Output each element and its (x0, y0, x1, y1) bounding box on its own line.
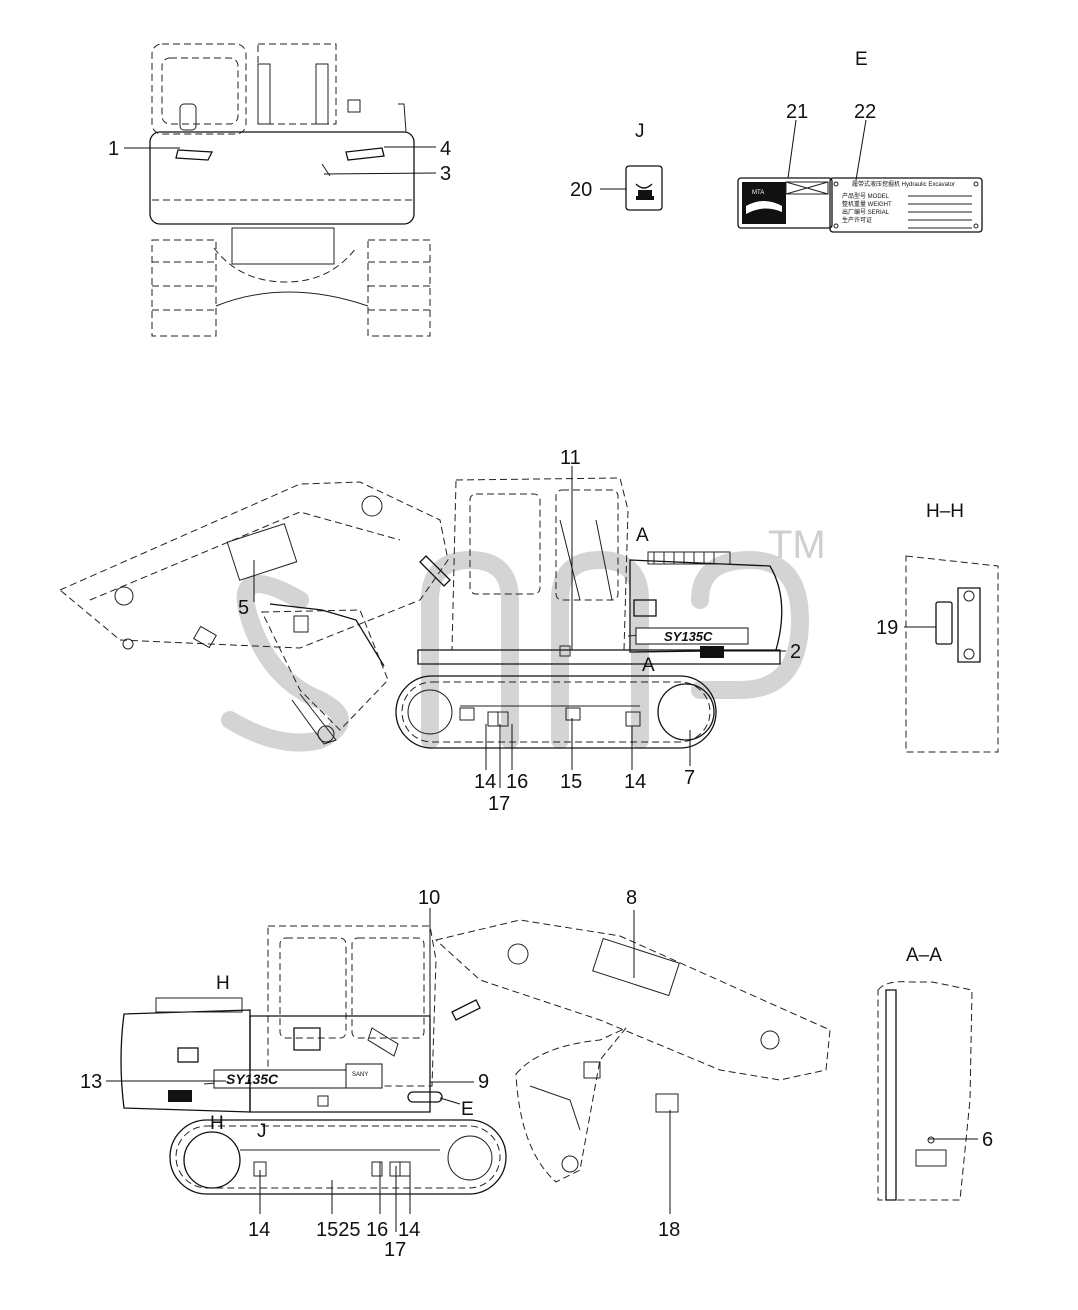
watermark: TM (221, 523, 826, 752)
decal-19-icon (935, 601, 953, 645)
callout-6: 6 (982, 1129, 993, 1151)
callout-15-side: 15 (560, 771, 582, 793)
view-marker-a-bottom: A (642, 655, 655, 676)
nameplate-title: 履带式液压挖掘机 Hydraulic Excavator (852, 180, 955, 188)
callout-14-rear-left: 14 (248, 1219, 270, 1241)
view-marker-a-top: A (636, 525, 649, 546)
decal-2-icon (700, 646, 724, 658)
decal-13-icon (168, 1090, 192, 1102)
decal-6-icon (915, 1149, 947, 1167)
section-hh (905, 555, 999, 753)
decal-j (625, 165, 663, 211)
model-decal-side: SY135C (664, 629, 713, 644)
callout-4: 4 (440, 138, 451, 160)
nameplate-field-1: 产品型号 MODEL (842, 192, 890, 200)
callout-11: 11 (560, 447, 581, 469)
decal-20-icon (625, 165, 663, 211)
callout-5: 5 (238, 597, 249, 619)
sany-decal: SANY (352, 1072, 368, 1078)
callout-14-side-left: 14 (474, 771, 496, 793)
callout-9: 9 (478, 1071, 489, 1093)
nameplate-brand: MTA (752, 190, 764, 196)
trademark-symbol: TM (768, 523, 826, 567)
callout-8: 8 (626, 887, 637, 909)
view-marker-h: H (216, 973, 230, 994)
front-view (149, 43, 431, 337)
callout-22: 22 (854, 101, 876, 123)
callout-19: 19 (876, 617, 898, 639)
rear-view: SY135C SANY (120, 919, 831, 1195)
callout-1: 1 (108, 138, 119, 160)
view-marker-h2: H (210, 1113, 224, 1134)
callout-7: 7 (684, 767, 695, 789)
callout-21: 21 (786, 101, 808, 123)
callout-17-side: 17 (488, 793, 510, 815)
callout-18: 18 (658, 1219, 680, 1241)
nameplate-e: MTA 履带式液压挖掘机 Hydraulic Excavator 产品型号 MO… (737, 177, 983, 233)
view-marker-j: J (257, 1121, 267, 1142)
callout-13: 13 (80, 1071, 102, 1093)
callout-14-rear-right: 14 (398, 1219, 420, 1241)
side-view: SY135C (59, 477, 783, 749)
nameplate-field-3: 出厂编号 SERIAL (842, 208, 890, 216)
nameplate-field-2: 整机重量 WEIGHT (842, 200, 892, 208)
callout-2: 2 (790, 641, 801, 663)
section-hh: H–H (926, 501, 964, 522)
section-aa: A–A (906, 945, 942, 966)
callout-14-side-right: 14 (624, 771, 646, 793)
callout-16-rear: 16 (366, 1219, 388, 1241)
callout-20: 20 (570, 179, 592, 201)
model-decal-rear: SY135C (226, 1071, 279, 1087)
callout-17-rear: 17 (384, 1239, 406, 1261)
leader-lines (106, 119, 978, 1232)
callouts: 1 4 3 20 21 22 11 5 2 14 16 17 15 14 7 1… (80, 101, 993, 1261)
callout-3: 3 (440, 163, 451, 185)
section-j: J (635, 121, 645, 142)
callout-16-side: 16 (506, 771, 528, 793)
callout-1525: 1525 (316, 1219, 361, 1241)
nameplate-field-4: 生产许可证 (842, 216, 872, 224)
view-marker-e: E (461, 1099, 474, 1120)
section-e: E (855, 49, 868, 70)
section-aa (877, 981, 973, 1201)
callout-10: 10 (418, 887, 440, 909)
